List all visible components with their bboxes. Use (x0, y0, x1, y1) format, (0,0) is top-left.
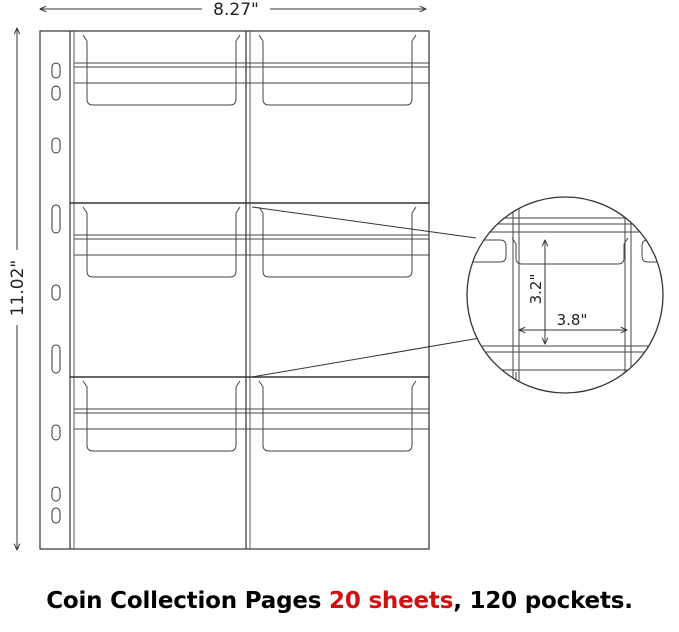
pocket-height-label: 3.2" (527, 274, 545, 305)
binder-holes (51, 62, 61, 524)
width-label: 8.27" (213, 0, 259, 20)
height-label: 11.02" (8, 260, 28, 317)
width-dimension: 8.27" (40, 0, 426, 20)
sheet (39, 30, 430, 550)
magnifier: 3.2" 3.8" (466, 196, 664, 394)
pocket-width-dimension: 3.8" (519, 311, 627, 330)
caption-text: Coin Collection Pages (46, 588, 330, 614)
caption: Coin Collection Pages 20 sheets, 120 poc… (0, 588, 679, 614)
leader-lines (251, 206, 481, 378)
pocket-row (74, 34, 429, 106)
caption-highlight: 20 sheets (329, 588, 454, 614)
caption-text-end: , 120 pockets. (453, 588, 633, 614)
pocket-height-dimension: 3.2" (527, 240, 545, 344)
pocket-row (74, 206, 429, 278)
pocket-width-label: 3.8" (557, 311, 588, 329)
height-dimension: 11.02" (8, 28, 28, 550)
pocket-row (74, 380, 429, 452)
